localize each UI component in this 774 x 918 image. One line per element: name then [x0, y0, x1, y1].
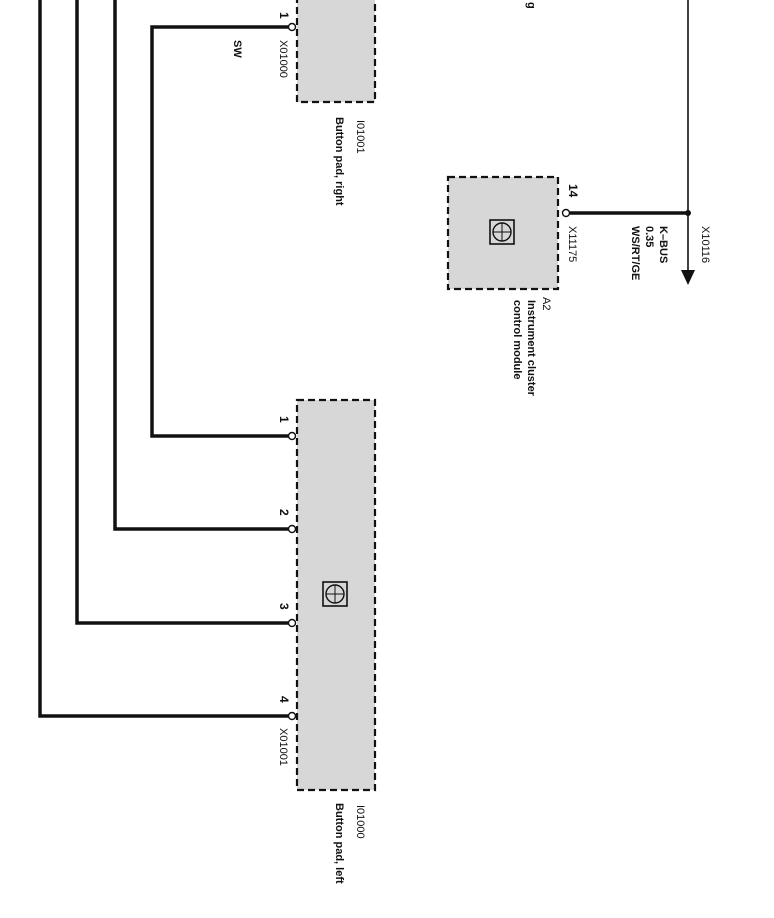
kbus-arrow-icon	[681, 270, 695, 285]
cluster-id: A2	[540, 297, 552, 310]
pad-left-pin-4: 4	[277, 696, 297, 721]
pad-right-name: Button pad, right	[333, 117, 345, 206]
pad-left-pin-2: 2	[277, 509, 297, 534]
pad-left-pin-1: 1	[277, 416, 297, 441]
bmw-logo-icon	[489, 219, 515, 245]
pad-left-pin-3: 3	[277, 603, 297, 628]
svg-text:4: 4	[277, 696, 291, 703]
top-clipped-label: g	[525, 2, 537, 9]
svg-text:1: 1	[277, 12, 291, 19]
cluster-connector: X11175	[566, 226, 578, 262]
kbus-gauge: 0.35	[643, 226, 655, 247]
cluster-name-line1: Instrument cluster	[525, 300, 537, 397]
wire-pin-1-link	[150, 25, 290, 438]
pad-right-id: I01001	[354, 120, 366, 154]
cluster-pin-14: 14	[561, 184, 580, 218]
bmw-logo-icon	[322, 581, 348, 607]
cluster-name-line2: control module	[511, 300, 523, 379]
kbus-name: K–BUS	[657, 226, 669, 263]
svg-text:14: 14	[566, 184, 580, 198]
wire-color-label: SW	[231, 40, 243, 58]
pad-left-name: Button pad, left	[333, 803, 345, 884]
kbus-junction	[685, 210, 691, 216]
svg-text:2: 2	[277, 509, 291, 516]
svg-text:3: 3	[277, 603, 291, 610]
button-pad-right-box	[295, 0, 377, 104]
wire-pin-2	[113, 0, 290, 531]
pad-right-pin-1: 1	[277, 12, 297, 32]
kbus-colors: WS/RT/GE	[629, 226, 641, 280]
wire-pin-4	[38, 0, 290, 718]
wire-pin-3	[75, 0, 290, 625]
pad-left-id: I01000	[354, 805, 366, 839]
kbus-connector: X10116	[699, 226, 711, 263]
pad-right-connector: X01000	[277, 40, 289, 78]
pad-left-connector: X01001	[277, 728, 289, 766]
instrument-cluster-box	[446, 175, 560, 291]
svg-text:1: 1	[277, 416, 291, 423]
button-pad-left-box	[295, 398, 377, 792]
